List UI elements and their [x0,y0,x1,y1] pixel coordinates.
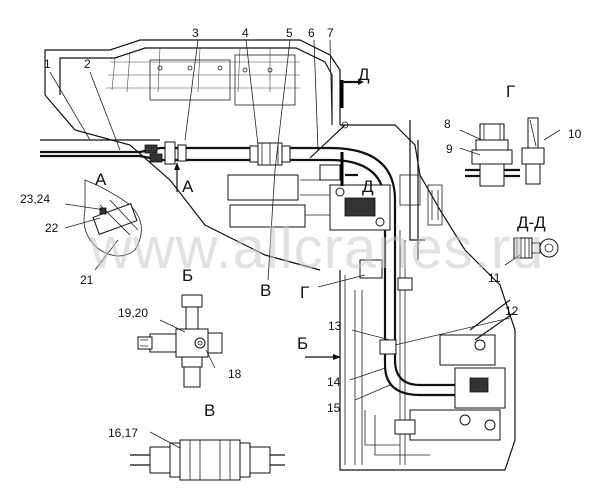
part-label-6: 6 [308,26,315,40]
part-label-8: 8 [444,117,451,131]
view-label-d-d: Д-Д [517,213,546,232]
view-label-g-detail: Г [506,82,515,101]
part-label-2: 2 [84,57,91,71]
view-label-d-top: Д [358,65,370,84]
part-label-5: 5 [286,26,293,40]
part-label-23-24: 23,24 [20,192,50,206]
view-label-v-detail: В [204,401,215,420]
part-label-9: 9 [446,142,453,156]
part-label-7: 7 [327,26,334,40]
view-label-a-arrow: А [182,177,194,196]
view-label-b-detail: Б [182,266,193,285]
part-label-21: 21 [80,273,94,287]
leader-lines [49,39,561,449]
part-label-16-17: 16,17 [108,426,138,440]
part-labels: 1 2 3 4 5 6 7 8 9 10 11 12 13 14 15 16,1… [20,26,582,440]
view-label-b-arrow: Б [297,334,308,353]
view-label-v-arrow: В [260,281,271,300]
section-markers [174,79,366,360]
part-label-1: 1 [44,57,51,71]
view-labels: А А Б Б В В Г Г Д Д Д-Д [95,65,546,420]
part-label-10: 10 [568,127,582,141]
part-label-22: 22 [45,221,59,235]
lower-assembly [359,259,516,456]
part-label-4: 4 [242,26,249,40]
view-label-a-detail: А [95,170,107,189]
view-label-g-arrow: Г [300,283,309,302]
detail-g [465,117,545,187]
part-label-14: 14 [327,375,341,389]
detail-b [137,294,223,388]
view-label-d-bottom: Д [362,177,374,196]
part-label-18: 18 [228,367,242,381]
part-label-15: 15 [327,401,341,415]
part-label-19-20: 19,20 [118,306,148,320]
valve-block [227,164,443,231]
part-label-11: 11 [488,271,501,285]
detail-v [130,439,285,481]
detail-d-d [513,237,559,259]
part-label-3: 3 [192,26,199,40]
part-label-12: 12 [505,304,519,318]
watermark: www.allcranes.ru [89,216,544,281]
part-label-13: 13 [328,319,342,333]
